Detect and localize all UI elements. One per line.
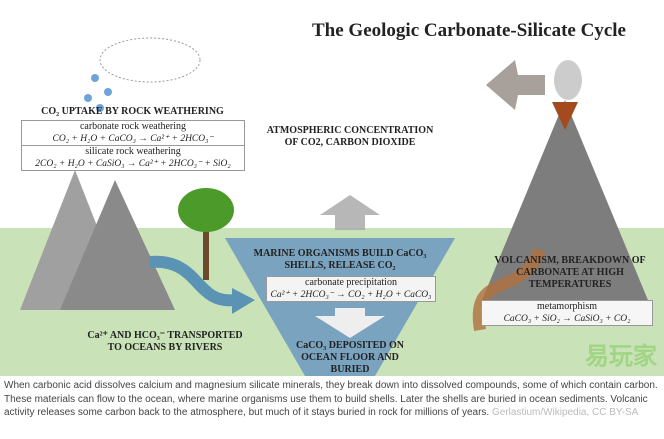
- silicate-weathering-equation: 2CO₂ + H₂O + CaSiO₃ → Ca²⁺ + 2HCO₃⁻ + Si…: [35, 159, 231, 169]
- down-arrow: [315, 308, 385, 338]
- watermark: 易玩家: [585, 343, 657, 370]
- page-title: The Geologic Carbonate-Silicate Cycle: [312, 20, 626, 41]
- marine-heading: MARINE ORGANISMS BUILD CaCO₃ SHELLS, REL…: [253, 248, 427, 271]
- carbon-rise-arrow: [472, 247, 546, 331]
- atmosphere-arrow: [486, 60, 545, 110]
- tree-icon: [178, 188, 234, 280]
- metamorphism-equation: CaCO₃ + SiO₂ → CaSiO₃ + CO₂: [503, 314, 631, 324]
- precipitation-equation: Ca²⁺ + 2HCO₃⁻ → CO₂ + H₂O + CaCO₃: [270, 290, 432, 300]
- left-mountain-front: [60, 180, 175, 310]
- volcanism-heading: VOLCANISM, BREAKDOWN OF CARBONATE AT HIG…: [494, 255, 646, 290]
- carbonate-weathering-equation: CO₂ + H₂O + CaCO₃ → Ca²⁺ + 2HCO₃⁻: [52, 134, 214, 144]
- carbonate-weathering-label: carbonate rock weathering: [79, 121, 187, 132]
- caption-text: When carbonic acid dissolves calcium and…: [4, 380, 658, 418]
- weathering-box: carbonate rock weathering CO₂ + H₂O + Ca…: [21, 120, 245, 171]
- deposited-label: CaCO₃ DEPOSITED ON OCEAN FLOOR AND BURIE…: [295, 340, 404, 375]
- ocean: [225, 238, 455, 376]
- metamorphism-label: metamorphism: [537, 301, 597, 312]
- up-arrow: [320, 195, 380, 230]
- river-arrow: [149, 255, 236, 307]
- metamorphism-box: metamorphism CaCO₃ + SiO₂ → CaSiO₃ + CO₂: [481, 300, 653, 326]
- image-credit: Gerlastium/Wikipedia, CC BY-SA: [492, 407, 639, 418]
- caption: When carbonic acid dissolves calcium and…: [4, 379, 660, 420]
- magma: [552, 102, 578, 130]
- cloud-icon: [99, 37, 201, 83]
- silicate-weathering-label: silicate rock weathering: [22, 145, 244, 158]
- rivers-label: Ca²⁺ AND HCO₃⁻ TRANSPORTED TO OCEANS BY …: [87, 330, 243, 353]
- atmosphere-label: ATMOSPHERIC CONCENTRATION OF CO2, CARBON…: [266, 125, 434, 148]
- uptake-heading: CO₂ UPTAKE BY ROCK WEATHERING: [41, 106, 224, 117]
- volcano: [480, 100, 650, 305]
- precipitation-box: carbonate precipitation Ca²⁺ + 2HCO₃⁻ → …: [266, 276, 436, 302]
- raindrops-icon: [84, 74, 112, 112]
- smoke: [554, 60, 582, 100]
- precipitation-label: carbonate precipitation: [305, 277, 397, 288]
